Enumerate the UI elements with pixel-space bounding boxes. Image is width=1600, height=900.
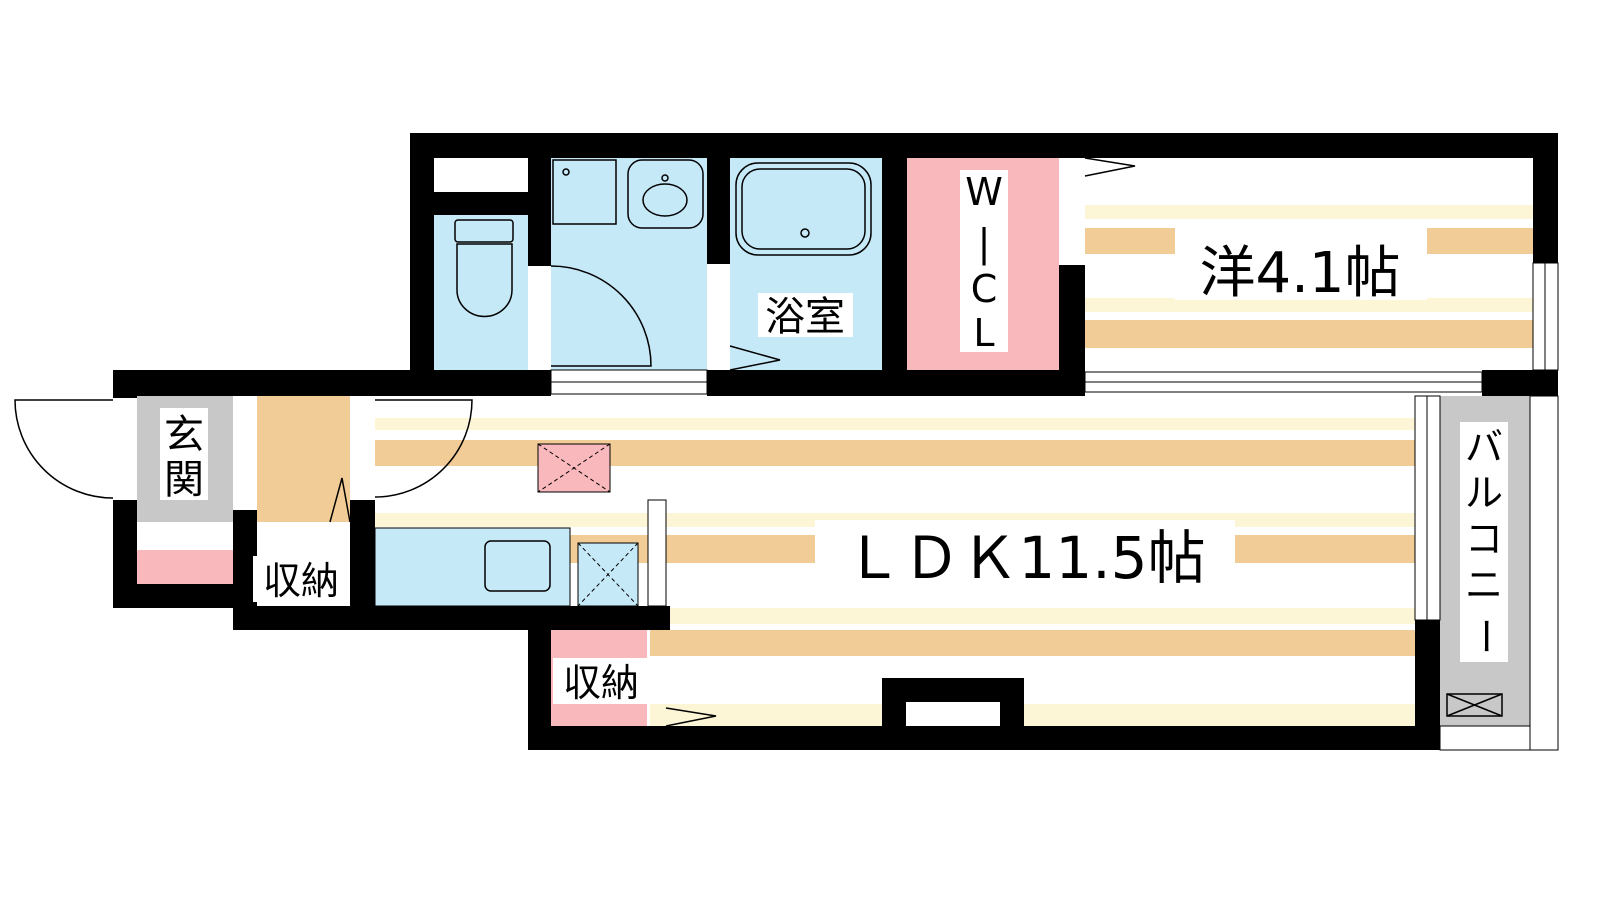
western-stripe (1085, 205, 1533, 219)
walls (113, 133, 1558, 750)
window (434, 158, 528, 192)
labels: 洋4.1帖 ＬＤＫ11.5帖 浴室 W | C L 玄 関 収納 収納 バ ル … (160, 170, 1508, 705)
ldk-stripe (375, 440, 1415, 466)
ac-cross (1446, 693, 1503, 717)
entrance-label-1: 玄 (164, 412, 204, 458)
western-stripe (1085, 320, 1533, 348)
washroom-floor (551, 158, 707, 370)
ldk-stripe (650, 704, 1415, 726)
pillar-opening (906, 702, 1000, 726)
hatch-cross (537, 443, 611, 493)
ldk-stripe (650, 630, 1415, 656)
wall (113, 370, 551, 396)
wall (113, 370, 137, 398)
balcony-char: ル (1465, 471, 1503, 515)
tub-drain (800, 228, 810, 238)
storage-label-1: 収納 (263, 559, 339, 603)
bathtub (735, 162, 872, 256)
windows (434, 158, 1559, 751)
kitchen-partition (647, 499, 667, 607)
toilet-bowl (456, 243, 513, 318)
storage-door (665, 707, 717, 727)
wall (410, 133, 434, 396)
wall (528, 726, 1438, 750)
balcony-label-bg (1460, 422, 1508, 662)
bathtub-inner (741, 168, 866, 250)
washer-space (552, 159, 617, 225)
wall (707, 158, 730, 264)
wall (528, 158, 551, 266)
shoe-door (329, 477, 351, 523)
entrance-label-2: 関 (164, 457, 204, 503)
kitchen-sink (484, 540, 551, 592)
entrance-door-swing (14, 399, 114, 499)
wall (1482, 370, 1558, 396)
storage-label-2: 収納 (563, 661, 639, 705)
wall (1415, 620, 1440, 750)
wall (233, 606, 670, 630)
faucet (661, 174, 669, 182)
bath-label-bg (758, 293, 853, 337)
balcony-char: バ (1465, 425, 1503, 469)
ldk-stripe (650, 608, 1415, 624)
shoe-box (257, 396, 350, 522)
western-label-bg (1175, 228, 1427, 300)
toilet-tank (454, 219, 514, 243)
wall (434, 192, 528, 215)
ldk-stripe (375, 418, 1415, 430)
drain (562, 168, 570, 176)
washroom-door-swing (550, 265, 652, 367)
balcony-wall (1529, 395, 1559, 751)
wall (1533, 133, 1558, 263)
wic-label-bg (960, 170, 1008, 352)
toilet-floor (434, 215, 528, 370)
western-room-label: 洋4.1帖 (1199, 241, 1400, 306)
wic-label-l: L (973, 311, 994, 355)
ldk-label-bg (815, 520, 1235, 584)
bath-door (729, 345, 781, 371)
wall (528, 606, 551, 750)
entrance-closet-line (137, 522, 233, 550)
wic-label-sep: | (978, 221, 991, 266)
wic-label-w: W (965, 170, 1003, 214)
balcony-ac (1446, 693, 1503, 717)
balcony-char: ニ (1465, 563, 1503, 607)
storage-label-bg-2 (553, 658, 649, 704)
wall (410, 133, 1558, 158)
storage-label-bg-1 (253, 556, 350, 602)
door-swings (14, 157, 1136, 727)
western-door (1084, 157, 1136, 177)
fixtures (454, 159, 1503, 717)
bath-label: 浴室 (765, 294, 845, 340)
fridge-cross (577, 542, 639, 607)
washbasin (627, 159, 704, 229)
wall (707, 370, 1085, 396)
balcony-char: ー (1463, 617, 1507, 655)
wall (882, 158, 907, 374)
wall (1059, 265, 1085, 374)
basin-bowl (642, 183, 688, 217)
entrance-inner-swing (374, 399, 473, 498)
balcony-char: コ (1465, 517, 1503, 561)
wic-label-c: C (971, 267, 998, 311)
entrance-closet (137, 550, 233, 584)
ldk-room-label: ＬＤＫ11.5帖 (844, 524, 1205, 592)
entrance-label-bg (160, 408, 208, 500)
western-stripe (1085, 298, 1533, 312)
